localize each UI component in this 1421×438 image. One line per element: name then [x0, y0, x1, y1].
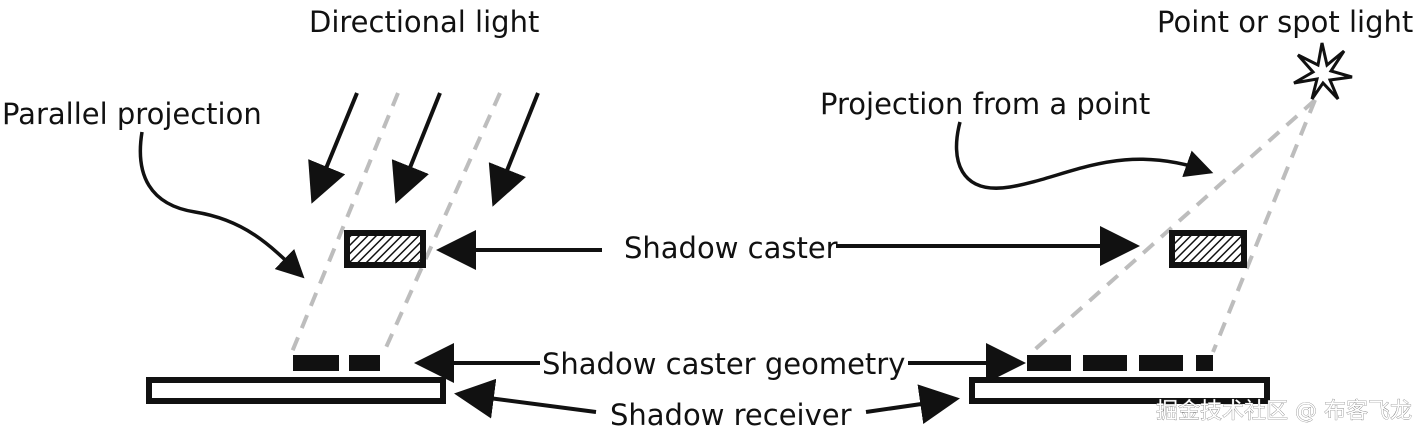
shadow-geometry-right-1 — [1027, 355, 1071, 371]
shadow-geometry-left-2 — [349, 355, 380, 371]
label-shadow-caster: Shadow caster — [624, 231, 838, 265]
light-arrow-3 — [488, 92, 540, 207]
point-projection-pointer — [954, 121, 1214, 190]
point-ray-2 — [1211, 99, 1317, 353]
shadow-receiver-right — [969, 377, 1270, 404]
shadow-geometry-right-2 — [1083, 355, 1127, 371]
point-light-group — [954, 42, 1353, 404]
shadow-caster-right — [1169, 230, 1247, 268]
receiver-arrow-left — [454, 378, 597, 419]
shadow-receiver-left — [146, 377, 446, 404]
label-shadow-caster-geometry: Shadow caster geometry — [542, 347, 905, 381]
light-arrow-2 — [391, 92, 442, 204]
label-parallel-projection: Parallel projection — [2, 97, 262, 131]
point-ray-1 — [1030, 98, 1317, 354]
parallel-ray-2 — [382, 92, 502, 353]
parallel-ray-1 — [290, 92, 400, 353]
parallel-projection-pointer — [138, 131, 305, 279]
shadow-geometry-right-3 — [1139, 355, 1183, 371]
directional-light-group — [138, 92, 540, 404]
starburst-icon — [1293, 42, 1353, 101]
watermark: 掘金技术社区 @ 布客飞龙 — [1156, 399, 1412, 424]
receiver-arrow-right — [865, 384, 960, 424]
connector-arrows — [414, 226, 1140, 424]
shadow-caster-left — [344, 230, 426, 268]
label-shadow-receiver: Shadow receiver — [610, 398, 852, 432]
label-projection-from-a-point: Projection from a point — [820, 87, 1150, 121]
label-directional-light: Directional light — [309, 5, 539, 39]
shadow-geometry-left-1 — [293, 355, 339, 371]
shadow-geometry-right-4 — [1196, 355, 1213, 371]
light-arrow-1 — [308, 92, 359, 204]
label-point-or-spot-light: Point or spot light — [1157, 5, 1413, 39]
